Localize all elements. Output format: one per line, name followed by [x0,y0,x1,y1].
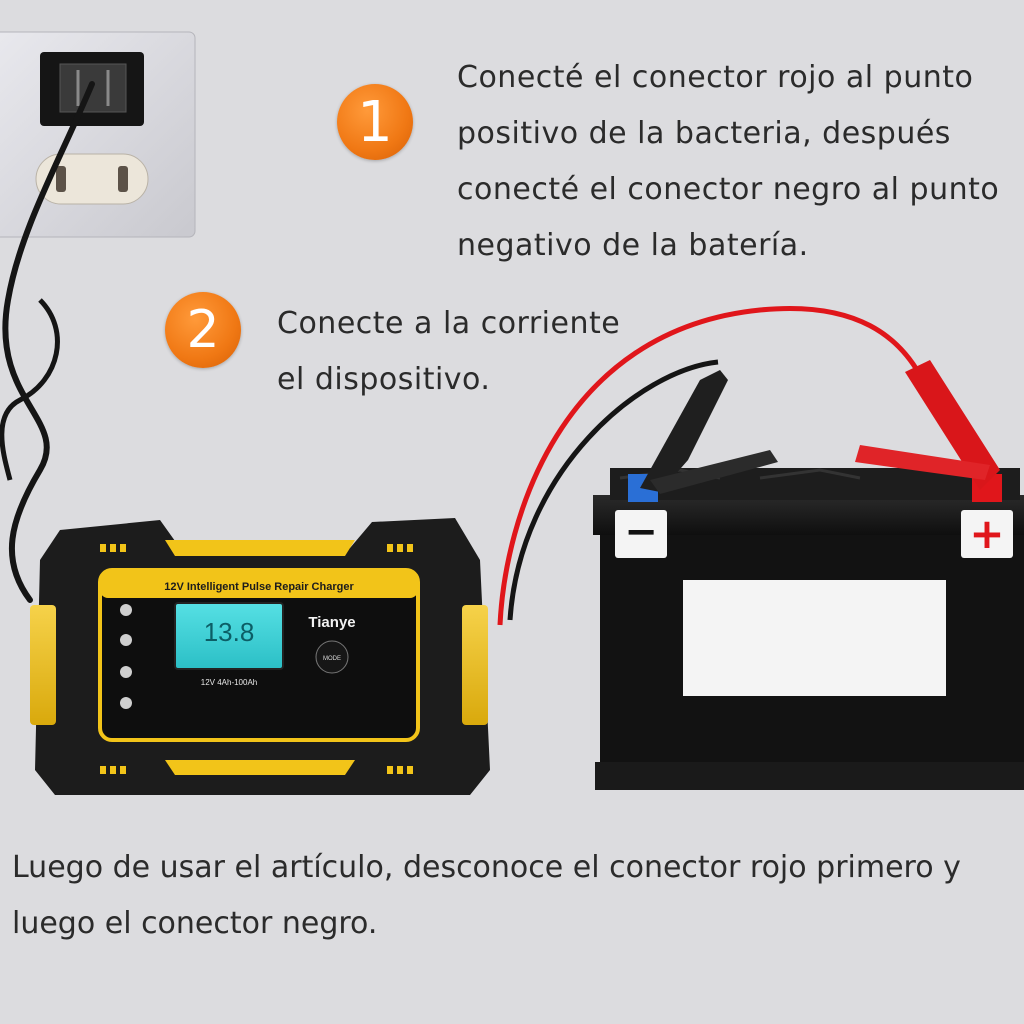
charger-brand: Tianye [308,614,355,631]
power-cord [2,81,95,603]
positive-terminal-symbol: + [969,509,1004,558]
step-2-number: 2 [186,300,220,360]
charger-spec: 12V 4Ah-100Ah [201,678,258,687]
step-badge-icon: 2 [165,292,241,368]
black-cable [507,359,719,621]
charger-display-value: 13.8 [204,617,255,647]
footer-instructions: Luego de usar el artículo, desconoce el … [12,850,961,941]
step-1-text: Conecté el conector rojo al punto positi… [457,60,1000,263]
charger-mode-button[interactable]: MODE [323,656,341,662]
red-clamp [855,360,1000,490]
step-1-number: 1 [357,89,393,155]
step-badge-icon: 1 [337,84,413,160]
charger-header: 12V Intelligent Pulse Repair Charger [164,581,354,593]
black-clamp [640,370,778,494]
step-2-text: Conecte a la corriente el dispositivo. [277,306,621,397]
negative-terminal-symbol: − [624,509,658,555]
wall-outlet-icon [0,31,196,238]
red-cable [497,306,923,626]
charger-icon [30,518,490,795]
